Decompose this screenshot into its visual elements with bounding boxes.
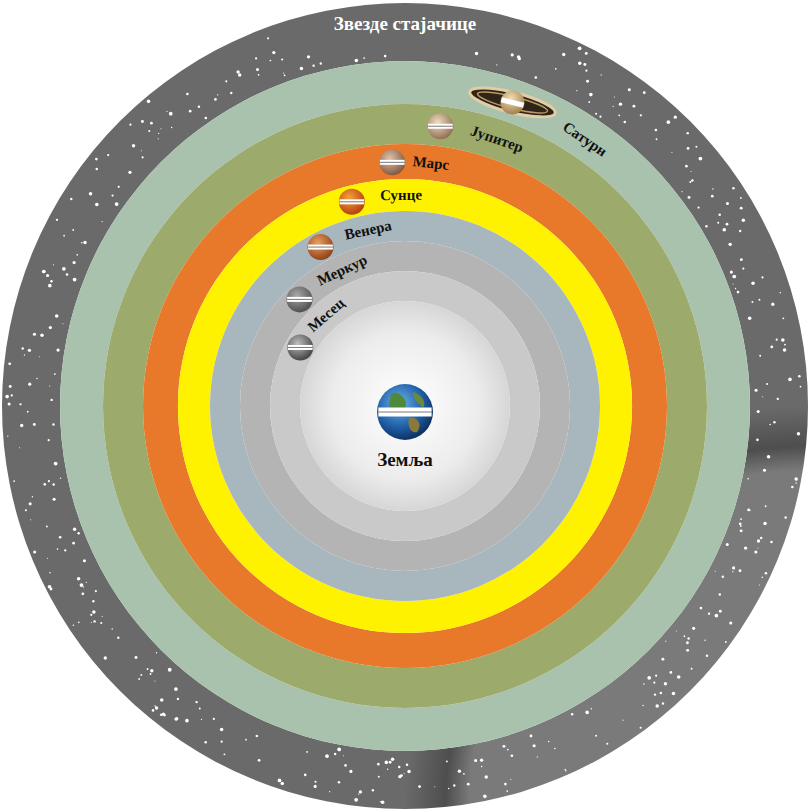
body-name: Марс <box>411 154 449 173</box>
label-holder: Звезде стајачице <box>334 14 476 34</box>
planet-icon <box>339 189 365 215</box>
star-dots <box>5 37 801 804</box>
band-fill <box>270 271 540 541</box>
band-fill <box>240 241 570 571</box>
planet-icon <box>286 286 312 312</box>
planet-icon <box>427 113 453 139</box>
band-fill <box>210 211 600 601</box>
band-fill <box>143 144 667 668</box>
body-name: Земља <box>377 450 433 469</box>
band-fill <box>60 61 750 751</box>
band-fill <box>103 104 707 708</box>
sphere-title: Звезде стајачице <box>334 14 476 33</box>
label-holder: Земља <box>377 450 433 470</box>
label-holder: Сунце <box>380 186 422 205</box>
band-fill <box>178 179 632 633</box>
sphere-band <box>300 301 510 511</box>
band-fill <box>2 3 808 809</box>
planet-icon <box>377 384 433 440</box>
planet-icon <box>287 334 313 360</box>
earth-center: Земља <box>300 301 510 511</box>
body-name: Сунце <box>380 188 422 204</box>
planet-icon <box>307 234 333 260</box>
planet-icon <box>379 149 405 175</box>
band-fill <box>300 301 510 511</box>
